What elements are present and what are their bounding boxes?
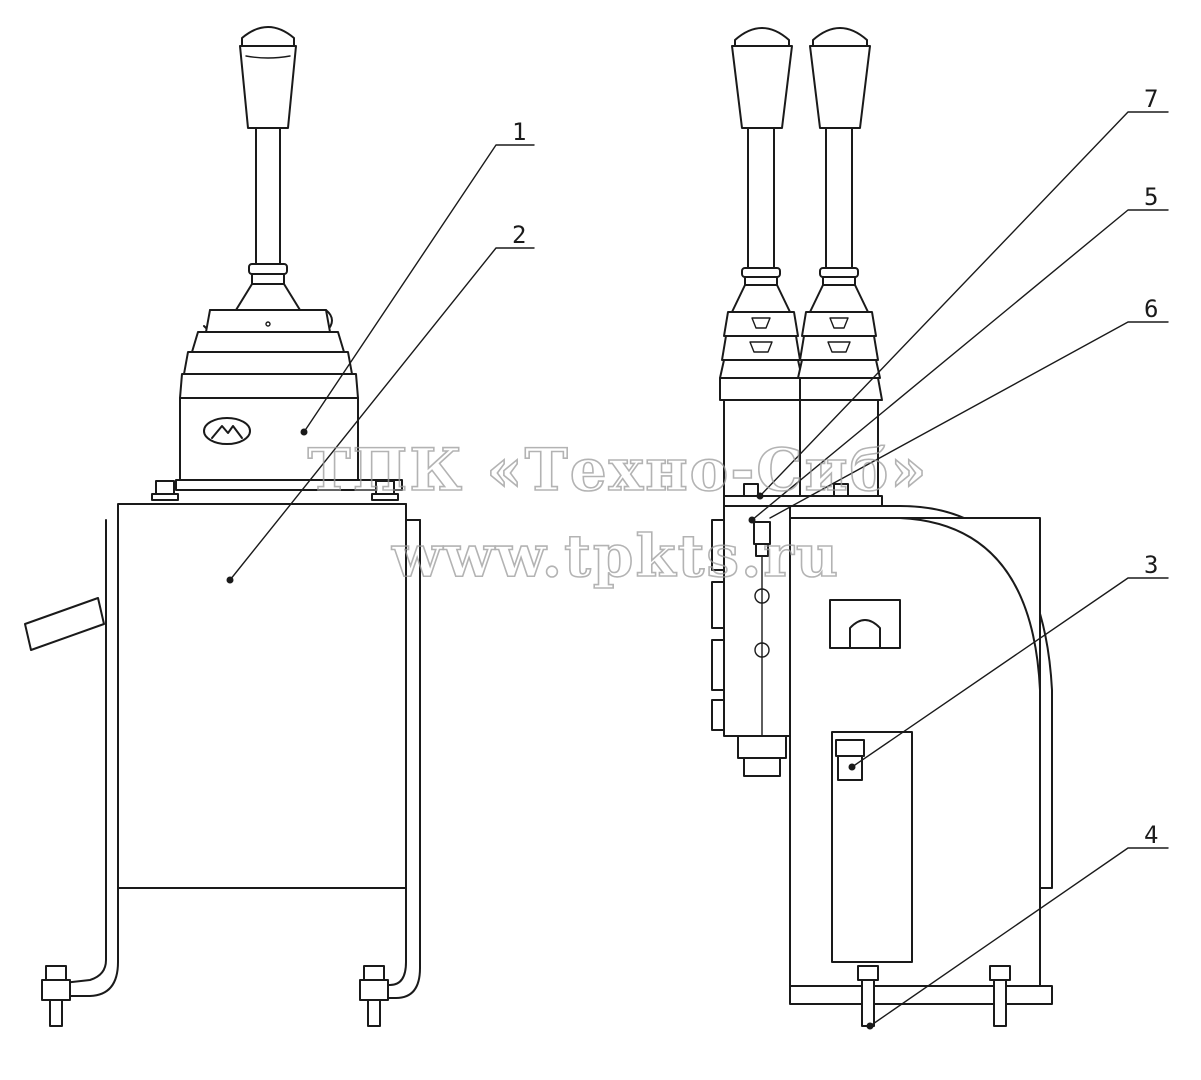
- left-view-assembly: [24, 26, 421, 1027]
- callout-5: 5: [1144, 183, 1158, 211]
- callout-3: 3: [1144, 551, 1158, 579]
- right-curved-stand: [789, 505, 1053, 1030]
- right-valve-body: [711, 492, 791, 777]
- left-joystick-knob: [239, 26, 297, 129]
- left-joystick-boot: [179, 283, 359, 399]
- watermark: ТПК «Техно-Сиб» www.tpkts.ru: [307, 435, 928, 591]
- callout-4: 4: [1144, 821, 1158, 849]
- callout-7: 7: [1144, 85, 1158, 113]
- left-joystick-shaft: [248, 127, 288, 285]
- manufacturer-logo-icon: [203, 417, 251, 445]
- watermark-url: www.tpkts.ru: [391, 522, 840, 590]
- left-control-head: [151, 397, 403, 501]
- callout-1: 1: [512, 118, 526, 146]
- callout-6: 6: [1144, 295, 1158, 323]
- callout-2: 2: [512, 221, 526, 249]
- right-joystick-2: [797, 27, 883, 497]
- callout-labels: 1 2 3 4 5 6 7: [512, 85, 1158, 849]
- right-view-assembly: [711, 27, 1053, 1030]
- right-joystick-1: [719, 27, 805, 497]
- callout-leaders: [229, 111, 1169, 1027]
- left-stand-body: [24, 503, 421, 1027]
- watermark-company: ТПК «Техно-Сиб»: [307, 436, 928, 504]
